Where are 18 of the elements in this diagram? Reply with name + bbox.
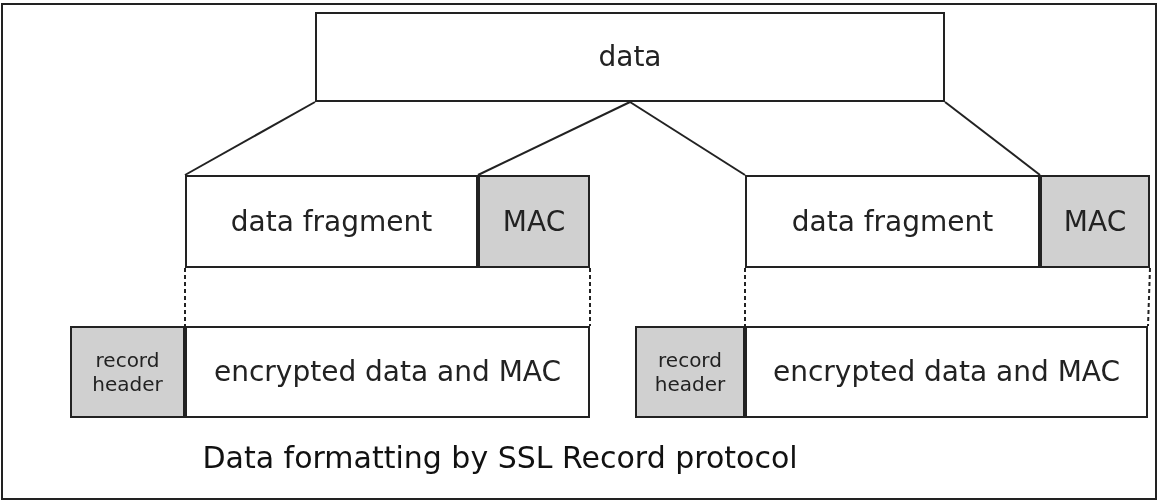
- encrypted-box: encrypted data and MAC: [185, 326, 590, 418]
- data-box: data: [315, 12, 945, 102]
- dashed-line: [1147, 267, 1151, 327]
- fragment-box: data fragment: [185, 175, 478, 268]
- connector-line: [944, 101, 1041, 176]
- connector-line: [629, 101, 746, 176]
- mac-box: MAC: [478, 175, 590, 268]
- header-box: record header: [635, 326, 745, 418]
- connector-line: [477, 101, 631, 176]
- fragment-box: data fragment: [745, 175, 1040, 268]
- dashed-line: [589, 267, 591, 327]
- mac-box: MAC: [1040, 175, 1150, 268]
- header-box: record header: [70, 326, 185, 418]
- connector-line: [184, 101, 316, 176]
- caption: Data formatting by SSL Record protocol: [201, 440, 799, 475]
- encrypted-box: encrypted data and MAC: [745, 326, 1148, 418]
- dashed-line: [184, 267, 186, 327]
- dashed-line: [744, 267, 746, 327]
